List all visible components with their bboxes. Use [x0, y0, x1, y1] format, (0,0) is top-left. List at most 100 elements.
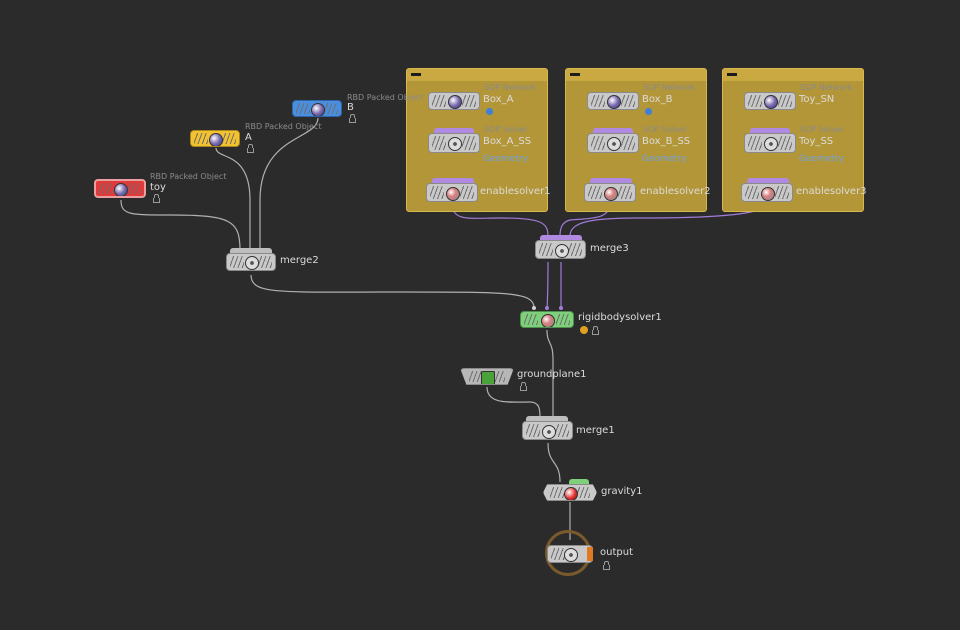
rbd-object-icon	[311, 102, 325, 116]
node-rbd-b[interactable]	[292, 100, 342, 117]
sopnet-type-label: SOP Network	[643, 83, 696, 92]
gravity1-label: gravity1	[601, 486, 643, 497]
node-sopnet-box-a[interactable]	[428, 92, 480, 110]
node-merge3[interactable]	[535, 240, 586, 259]
minimize-icon[interactable]	[570, 73, 580, 76]
sopnetwork-icon	[448, 95, 462, 109]
output-label: output	[600, 547, 633, 558]
node-sopnet-toy[interactable]	[744, 92, 796, 110]
network-box-header[interactable]	[407, 69, 547, 81]
node-groundplane1[interactable]	[460, 368, 514, 385]
enablesolver-icon	[604, 186, 618, 201]
rigidbodysolver1-label: rigidbodysolver1	[578, 312, 662, 323]
rbd-type-label: RBD Packed Object	[347, 93, 424, 102]
warning-icon[interactable]	[580, 326, 588, 334]
wire-rbd-merge1	[546, 329, 554, 418]
enable-cap	[432, 178, 474, 183]
sopsolver-name: Box_A_SS	[483, 136, 532, 147]
input-port[interactable]	[559, 306, 563, 310]
merge-icon	[554, 243, 569, 258]
merge3-label: merge3	[590, 243, 629, 254]
node-sopnet-box-b[interactable]	[587, 92, 639, 110]
node-merge2[interactable]	[226, 253, 276, 271]
node-sopsolver-toy[interactable]	[744, 133, 796, 153]
input-port[interactable]	[532, 306, 536, 310]
sopsolver-geometry: Geometry	[642, 154, 687, 164]
rbd-a-label: A	[245, 132, 252, 143]
sopsolver-type-label: SOP Solver	[800, 125, 844, 134]
wire-enable1-merge3	[451, 202, 549, 237]
node-rbd-toy[interactable]	[94, 179, 146, 198]
sopsolver-geometry: Geometry	[799, 154, 844, 164]
groundplane-icon	[481, 370, 495, 384]
wire-ground-merge1	[486, 386, 541, 419]
minimize-icon[interactable]	[411, 73, 421, 76]
gravity-cap	[569, 479, 589, 484]
node-enablesolver3[interactable]	[741, 183, 793, 202]
sopsolver-type-label: SOP Solver	[484, 125, 528, 134]
lock-icon[interactable]	[349, 114, 356, 123]
merge1-label: merge1	[576, 425, 615, 436]
sopnet-type-label: SOP Network	[800, 83, 853, 92]
lock-icon[interactable]	[520, 382, 527, 391]
rbd-object-icon	[209, 132, 223, 146]
wire-merge2-rbd	[250, 274, 535, 309]
wire-merge1-gravity	[547, 442, 561, 483]
enablesolver-icon	[761, 186, 775, 201]
sopsolver-type-label: SOP Solver	[643, 125, 687, 134]
merge-cap	[526, 416, 568, 421]
node-sopsolver-box-a[interactable]	[428, 133, 480, 153]
enablesolver3-label: enablesolver3	[796, 186, 867, 197]
solver-cap	[593, 128, 633, 133]
node-merge1[interactable]	[522, 421, 573, 440]
rbd-b-label: B	[347, 102, 354, 113]
sopnetwork-icon	[764, 95, 778, 109]
node-gravity1[interactable]	[543, 484, 597, 501]
node-enablesolver1[interactable]	[426, 183, 478, 202]
lock-icon[interactable]	[153, 194, 160, 203]
minimize-icon[interactable]	[727, 73, 737, 76]
sopnet-name: Box_A	[483, 94, 514, 105]
sopsolver-geometry: Geometry	[483, 154, 528, 164]
rbd-object-icon	[114, 182, 128, 196]
sopsolver-icon	[764, 137, 778, 151]
enablesolver-icon	[446, 186, 460, 201]
rigidbodysolver-icon	[541, 313, 555, 327]
network-box-header[interactable]	[723, 69, 863, 81]
node-sopsolver-box-b[interactable]	[587, 133, 639, 153]
node-rbd-a[interactable]	[190, 130, 240, 147]
enable-cap	[590, 178, 632, 183]
sopnet-name: Box_B	[642, 94, 673, 105]
input-port[interactable]	[545, 306, 549, 310]
merge-icon	[541, 424, 556, 439]
sopnet-type-label: SOP Network	[484, 83, 537, 92]
network-box-header[interactable]	[566, 69, 706, 81]
merge-cap	[540, 235, 582, 240]
wire-enable2-merge3	[559, 202, 611, 237]
sopsolver-icon	[448, 137, 462, 151]
info-badge-icon	[486, 108, 493, 115]
rbd-type-label: RBD Packed Object	[150, 172, 227, 181]
node-enablesolver2[interactable]	[584, 183, 636, 202]
node-rigidbodysolver1[interactable]	[520, 311, 574, 328]
lock-icon[interactable]	[592, 326, 599, 335]
enablesolver1-label: enablesolver1	[480, 186, 551, 197]
info-badge-icon	[645, 108, 652, 115]
node-output[interactable]	[547, 545, 593, 563]
merge-icon	[245, 256, 259, 270]
sopnet-name: Toy_SN	[799, 94, 835, 105]
merge-cap	[230, 248, 272, 253]
lock-icon[interactable]	[247, 144, 254, 153]
solver-cap	[750, 128, 790, 133]
sopsolver-name: Toy_SS	[799, 136, 834, 147]
output-icon	[564, 548, 578, 562]
wire-merge3-rbd-b	[546, 261, 549, 311]
sopsolver-icon	[607, 137, 621, 151]
output-flag[interactable]	[587, 547, 593, 561]
lock-icon[interactable]	[603, 561, 610, 570]
wire-a-merge2	[215, 147, 251, 250]
merge2-label: merge2	[280, 255, 319, 266]
gravity-icon	[564, 486, 578, 500]
solver-cap	[434, 128, 474, 133]
rbd-toy-label: toy	[150, 182, 166, 193]
